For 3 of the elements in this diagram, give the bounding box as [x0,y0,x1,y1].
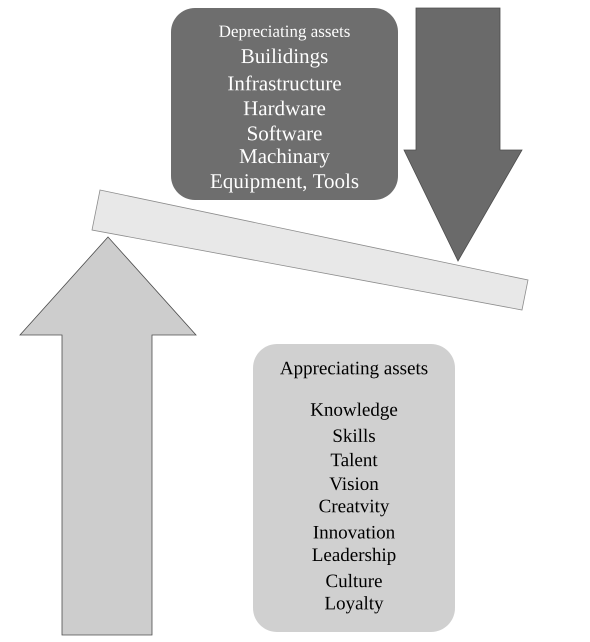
text-box: Depreciating assets Builidings Infrastructure Hardware Software Machinary Equipment, Tools [171,8,398,200]
arrow-block [403,8,523,262]
text-box: Appreciating assets Knowledge Skills Talent Vision Creatvity Innovation Leadership Culture Loyalty [253,344,455,632]
